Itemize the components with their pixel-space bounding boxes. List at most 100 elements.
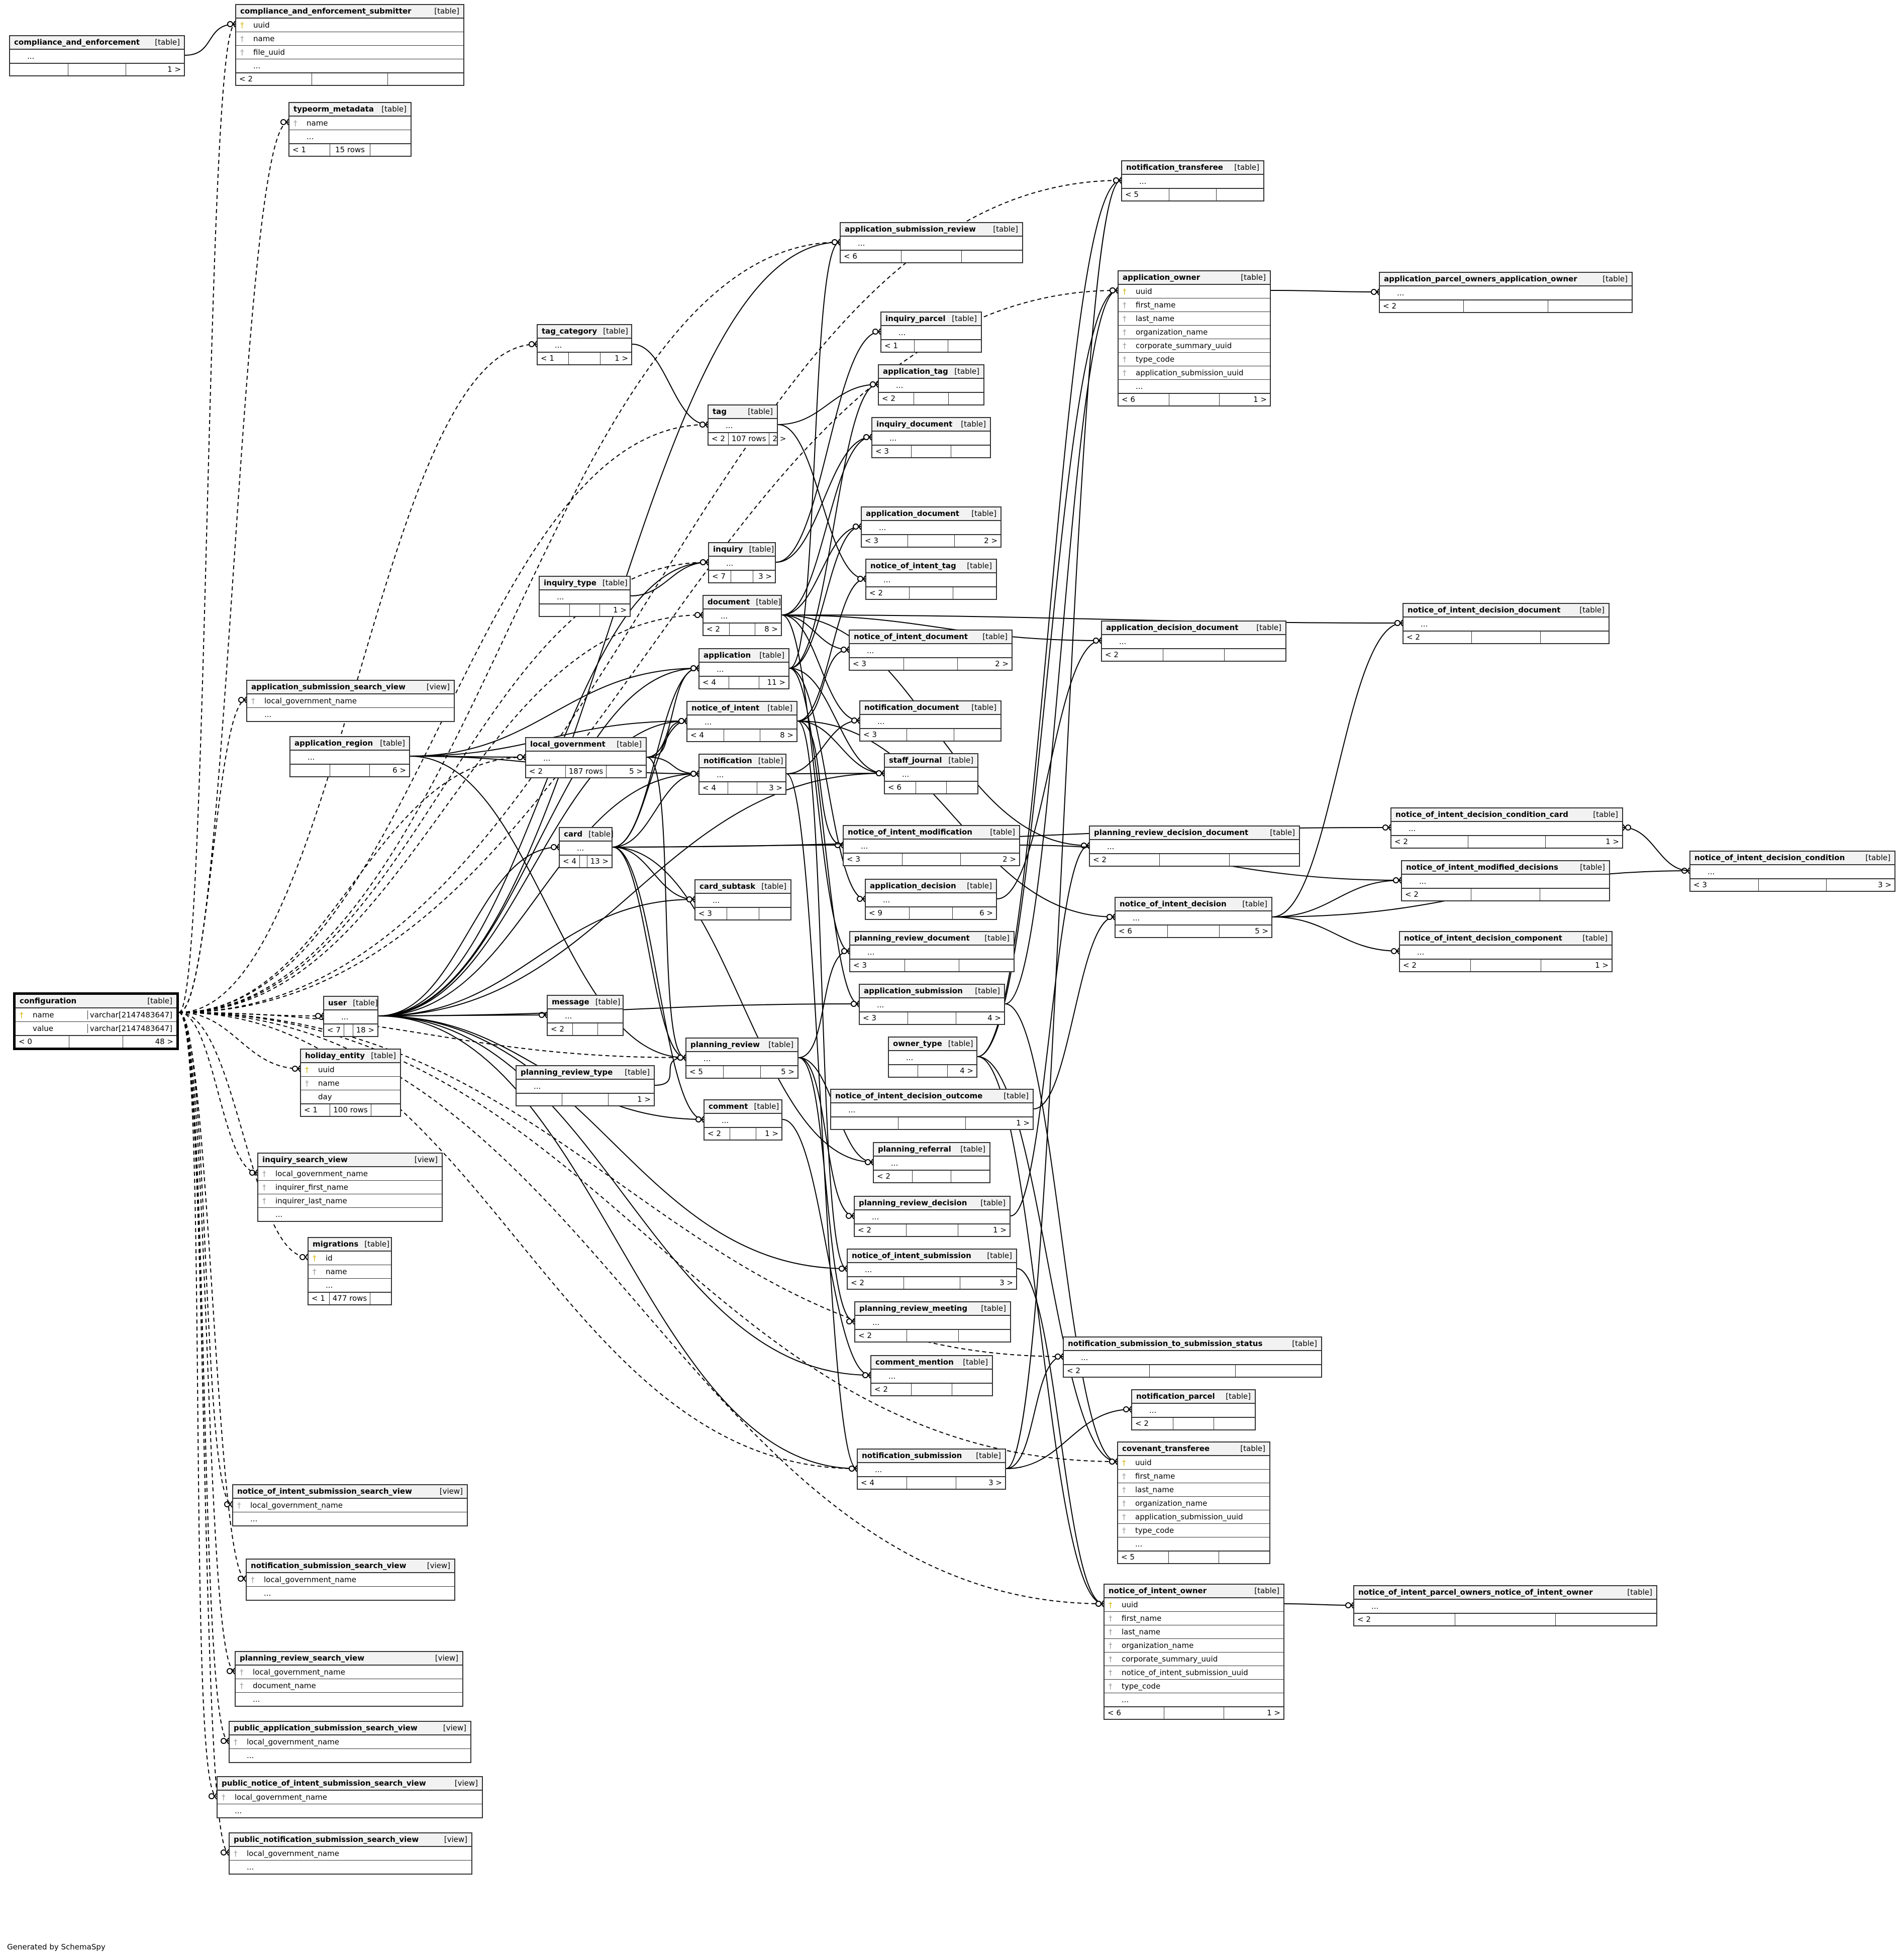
more-columns[interactable]: ... [1119, 380, 1270, 393]
children-count[interactable]: 1 > [1016, 1118, 1030, 1127]
children-count[interactable]: 8 > [764, 625, 778, 634]
table-header[interactable]: local_government[table] [526, 738, 646, 752]
table-header[interactable]: notice_of_intent_decision_document[table… [1404, 604, 1609, 617]
children-count[interactable] [959, 960, 1014, 971]
table-notice-of-intent-tag[interactable]: notice_of_intent_tag[table]...< 2 [865, 559, 997, 600]
table-header[interactable]: message[table] [548, 996, 623, 1009]
parents-count[interactable]: < 4 [560, 856, 580, 867]
children-count[interactable] [1217, 189, 1263, 200]
table-header[interactable]: inquiry_parcel[table] [881, 313, 981, 326]
table-name[interactable]: user [328, 998, 347, 1007]
more-columns[interactable]: ... [695, 894, 790, 907]
column-row[interactable]: †last_name [1118, 1483, 1269, 1497]
column-row[interactable]: †uuid [1119, 285, 1270, 298]
children-count[interactable]: 1 > [615, 354, 628, 363]
more-columns[interactable]: ... [879, 379, 983, 392]
table-name[interactable]: notice_of_intent_submission_search_view [237, 1487, 412, 1496]
table-name[interactable]: application_decision [870, 881, 956, 890]
column-row[interactable]: †application_submission_uuid [1119, 366, 1270, 380]
table-application-submission-search-view[interactable]: application_submission_search_view[view]… [246, 680, 455, 722]
table-header[interactable]: comment[table] [705, 1100, 781, 1114]
table-public-notification-submission-search-view[interactable]: public_notification_submission_search_vi… [229, 1832, 472, 1875]
table-header[interactable]: notice_of_intent_document[table] [850, 631, 1012, 644]
table-application-parcel-owners-application-owner[interactable]: application_parcel_owners_application_ow… [1379, 272, 1633, 313]
table-name[interactable]: inquiry_document [876, 420, 953, 429]
table-header[interactable]: holiday_entity[table] [301, 1050, 400, 1063]
column-row[interactable]: †local_government_name [233, 1499, 467, 1512]
table-name[interactable]: planning_referral [878, 1145, 951, 1154]
children-count[interactable]: 8 > [780, 731, 794, 740]
parents-count[interactable]: < 3 [862, 535, 909, 547]
more-columns[interactable]: ... [289, 130, 411, 144]
table-inquiry-type[interactable]: inquiry_type[table]...1 > [539, 576, 631, 617]
table-header[interactable]: notice_of_intent[table] [687, 702, 796, 715]
more-columns[interactable]: ... [686, 1052, 797, 1066]
table-name[interactable]: compliance_and_enforcement [14, 38, 140, 47]
more-columns[interactable]: ... [548, 1009, 623, 1023]
column-row[interactable]: †inquirer_first_name [258, 1181, 442, 1194]
parents-count[interactable]: < 2 [1404, 632, 1472, 643]
parents-count[interactable]: < 3 [1690, 879, 1759, 891]
more-columns[interactable]: ... [850, 644, 1012, 658]
children-count[interactable]: 48 > [155, 1037, 173, 1046]
children-count[interactable] [1214, 1418, 1255, 1429]
table-name[interactable]: planning_review_search_view [240, 1654, 365, 1663]
table-header[interactable]: notification_submission[table] [858, 1450, 1005, 1463]
parents-count[interactable]: < 2 [705, 1128, 731, 1140]
parents-count[interactable]: < 7 [709, 571, 731, 582]
table-name[interactable]: covenant_transferee [1122, 1444, 1210, 1453]
more-columns[interactable]: ... [1354, 1600, 1656, 1613]
parents-count[interactable]: < 7 [324, 1024, 344, 1036]
table-name[interactable]: planning_review_document [854, 934, 970, 943]
more-columns[interactable]: ... [526, 752, 646, 765]
column-row[interactable]: †uuid [236, 19, 463, 32]
children-count[interactable]: 2 > [984, 536, 997, 545]
column-row[interactable]: †first_name [1105, 1612, 1283, 1625]
more-columns[interactable]: ... [1102, 635, 1285, 649]
more-columns[interactable]: ... [1402, 875, 1609, 888]
table-header[interactable]: tag[table] [709, 405, 777, 419]
column-row[interactable]: †local_government_name [258, 1167, 442, 1181]
table-header[interactable]: application_parcel_owners_application_ow… [1380, 273, 1632, 286]
table-inquiry-parcel[interactable]: inquiry_parcel[table]...< 1 [880, 312, 982, 353]
table-notice-of-intent-decision-condition[interactable]: notice_of_intent_decision_condition[tabl… [1689, 851, 1895, 892]
more-columns[interactable]: ... [517, 1080, 654, 1093]
table-header[interactable]: notification_submission_to_submission_st… [1064, 1337, 1321, 1351]
parents-count[interactable]: < 2 [1132, 1418, 1173, 1429]
children-count[interactable] [951, 1171, 989, 1182]
more-columns[interactable]: ... [230, 1749, 470, 1762]
parents-count[interactable] [290, 765, 330, 776]
more-columns[interactable]: ... [1116, 911, 1271, 925]
table-header[interactable]: public_application_submission_search_vie… [230, 1722, 470, 1735]
table-header[interactable]: compliance_and_enforcement[table] [10, 36, 184, 50]
parents-count[interactable]: < 2 [848, 1277, 904, 1289]
table-header[interactable]: public_notification_submission_search_vi… [230, 1833, 471, 1847]
parents-count[interactable]: < 3 [872, 446, 912, 457]
children-count[interactable]: 6 > [392, 766, 406, 775]
parents-count[interactable]: < 2 [879, 393, 914, 404]
parents-count[interactable]: < 1 [309, 1293, 330, 1304]
column-row[interactable]: †local_government_name [218, 1791, 482, 1804]
column-row[interactable]: †file_uuid [236, 46, 463, 59]
column-row[interactable]: †type_code [1119, 353, 1270, 366]
table-name[interactable]: compliance_and_enforcement_submitter [240, 7, 412, 16]
parents-count[interactable]: < 6 [885, 782, 916, 793]
table-name[interactable]: local_government [530, 740, 606, 749]
more-columns[interactable]: ... [850, 946, 1014, 959]
table-name[interactable]: application_submission [864, 986, 963, 995]
children-count[interactable]: 1 > [1606, 837, 1619, 846]
parents-count[interactable]: < 3 [860, 1012, 908, 1024]
more-columns[interactable]: ... [841, 237, 1022, 250]
more-columns[interactable]: ... [704, 609, 781, 623]
table-name[interactable]: notice_of_intent_decision_condition [1694, 853, 1845, 862]
more-columns[interactable]: ... [230, 1861, 471, 1874]
table-name[interactable]: comment_mention [875, 1358, 954, 1367]
table-planning-review-document[interactable]: planning_review_document[table]...< 3 [849, 931, 1015, 972]
table-header[interactable]: application_document[table] [862, 507, 1000, 521]
table-header[interactable]: notice_of_intent_decision_condition_card… [1391, 808, 1622, 822]
table-header[interactable]: notice_of_intent_submission[table] [848, 1250, 1016, 1263]
more-columns[interactable]: ... [855, 1316, 1010, 1329]
